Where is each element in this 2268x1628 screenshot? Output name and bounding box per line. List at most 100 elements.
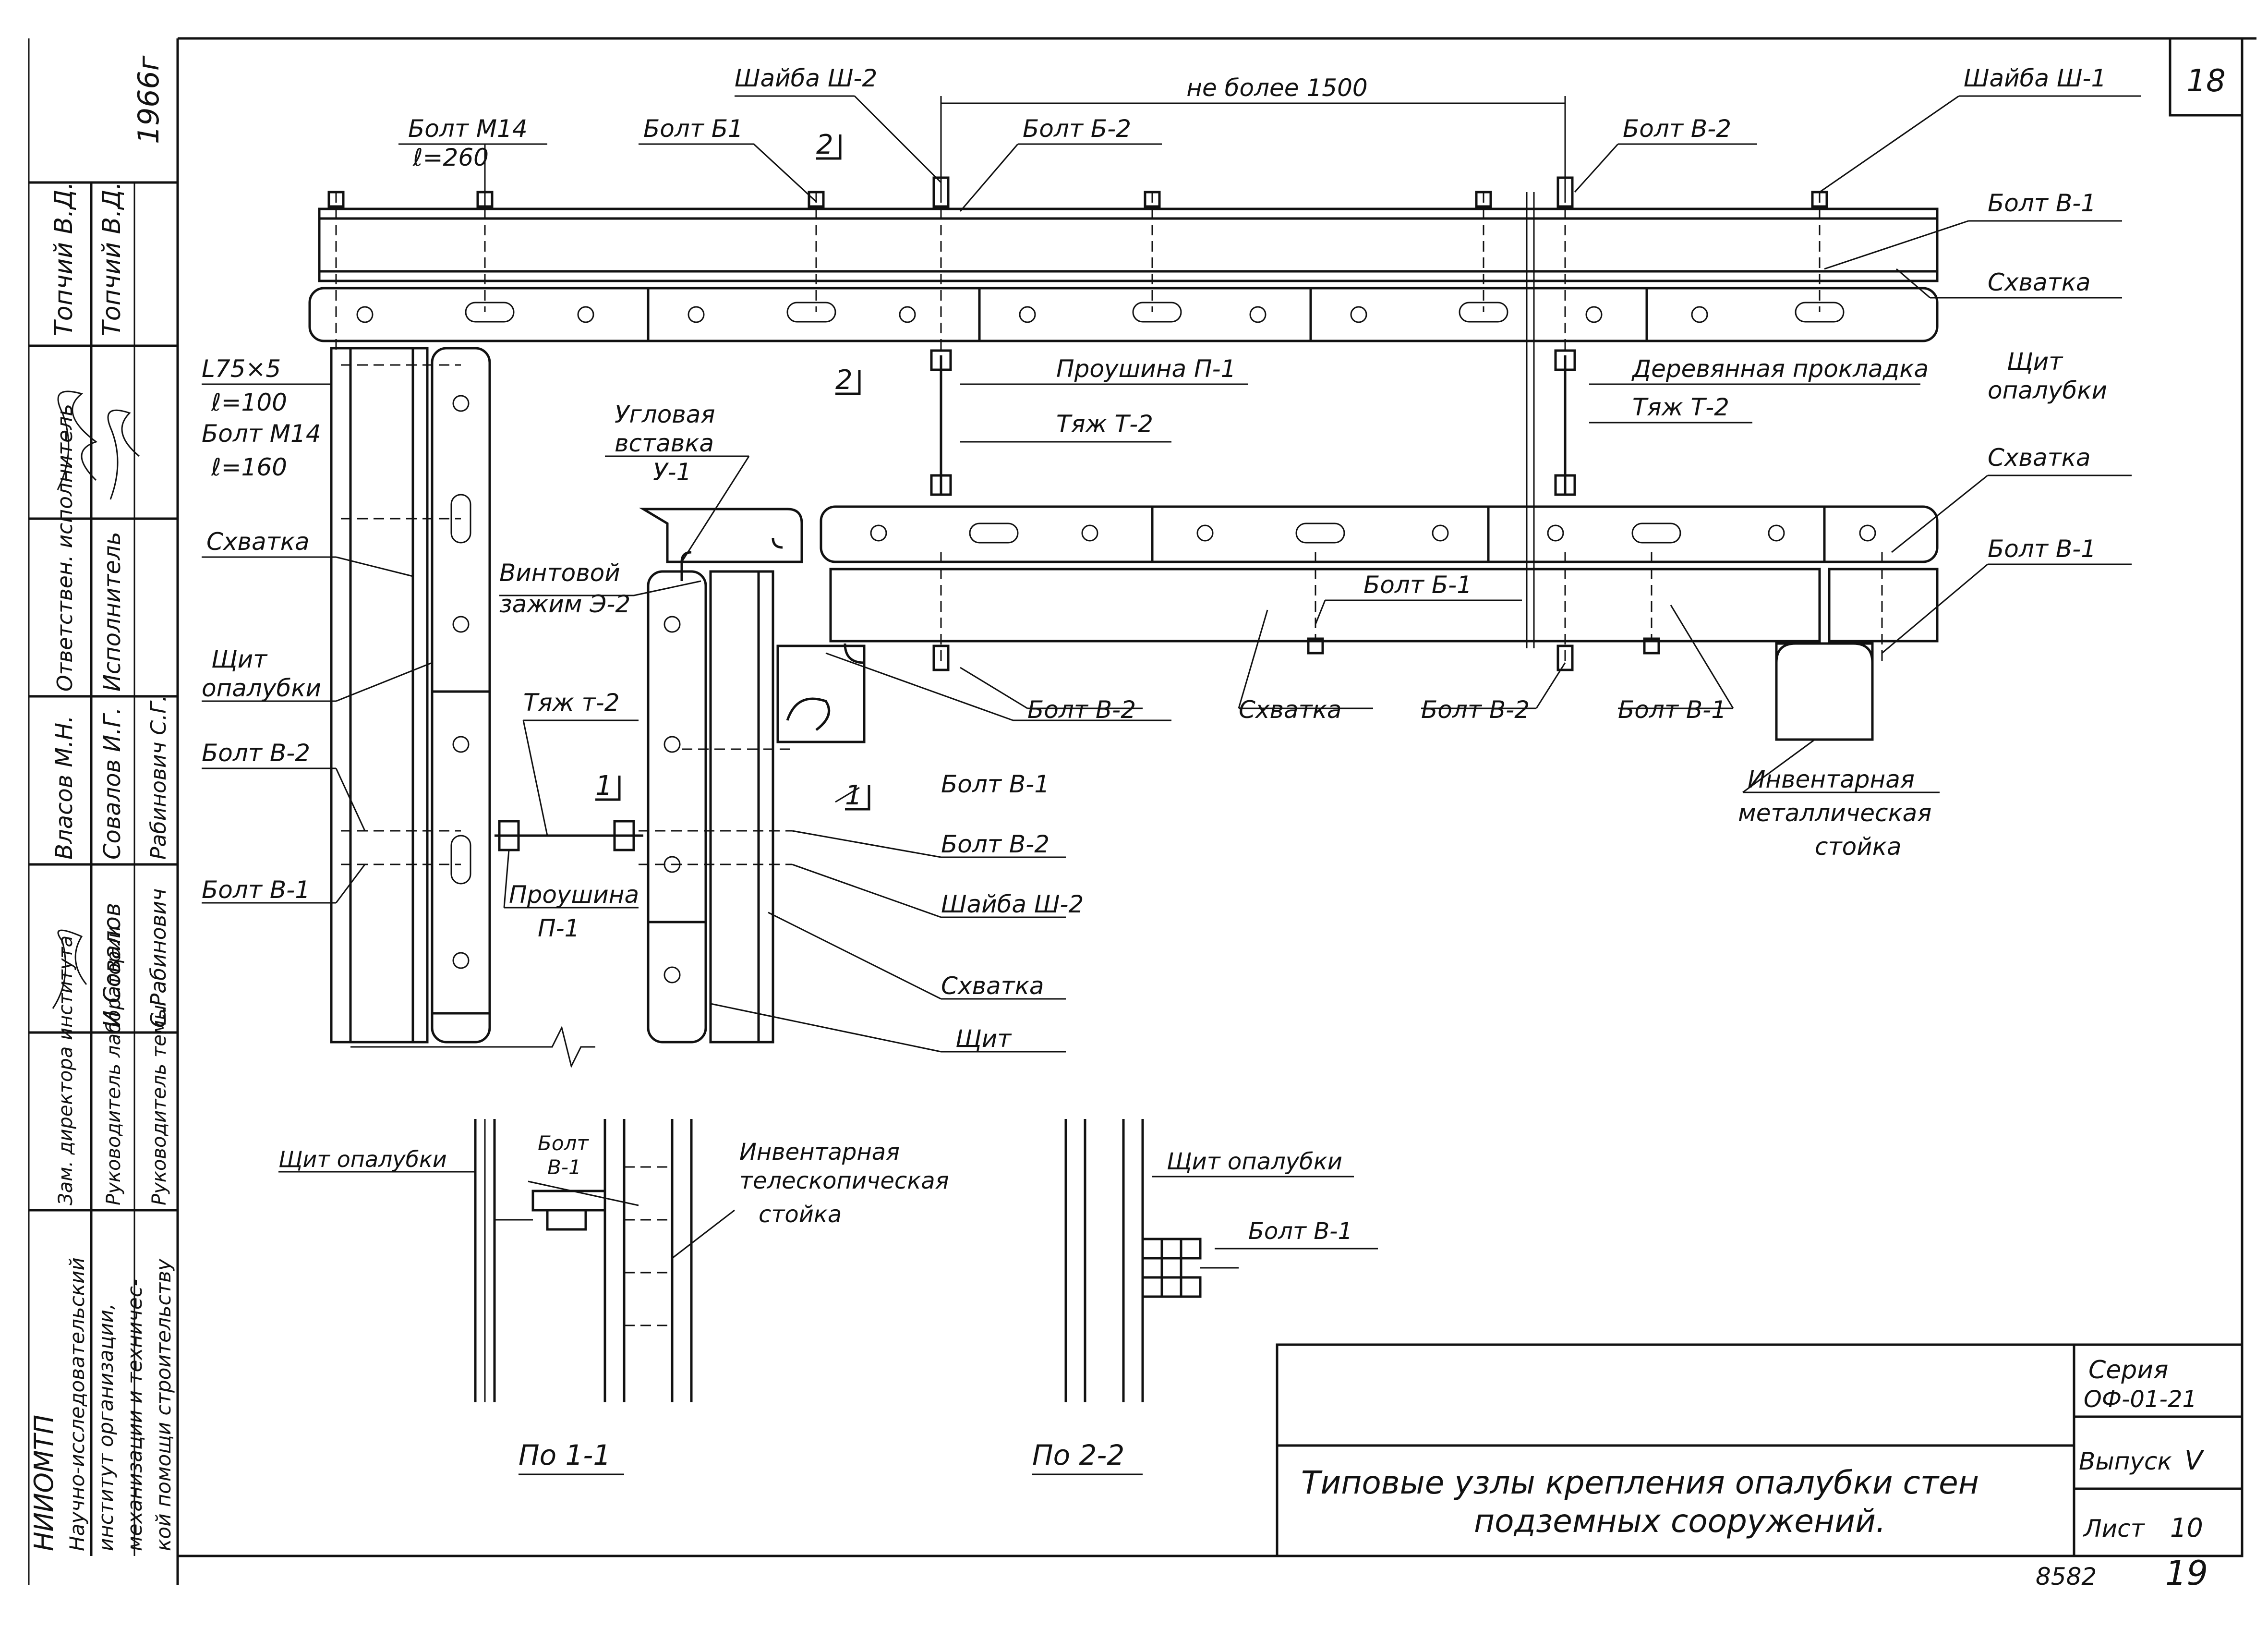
section-2-2: Щит опалубки Болт В-1 По 2-2	[1032, 1119, 1378, 1475]
label-bolt-v2-bottom2: Болт В-2	[1421, 696, 1530, 724]
label-bolt-v1-mid: Болт В-1	[941, 770, 1050, 798]
label-l75: L75×5	[202, 355, 281, 383]
labels: Шайба Ш-2 Шайба Ш-1 Болт М14 ℓ=260 Болт …	[202, 64, 2107, 1053]
label-proushina-p1: Проушина П-1	[1056, 355, 1236, 383]
sidebar-table: 1966г Топчий В.Д. Топчий В.Д. Ответствен…	[29, 55, 178, 1556]
inner-wall-holes	[664, 616, 681, 984]
sec11-bolt-label: Болт	[538, 1131, 589, 1155]
signature-scribble-3	[52, 929, 87, 1009]
label-shchit-left: Щит	[211, 645, 268, 673]
label-shayba-sh2-top: Шайба Ш-2	[735, 64, 877, 92]
role-ruk-temy: Руководитель темы	[148, 1005, 170, 1205]
label-uglovaya: Угловая	[615, 401, 715, 428]
sec11-v1-label: В-1	[547, 1155, 581, 1179]
label-bolt-v2-left: Болт В-2	[202, 739, 310, 767]
name-sovalov: Совалов И.Г.	[99, 707, 126, 860]
label-bolt-m14-160: Болт М14	[202, 420, 321, 448]
institute-line4: кой помощи строительству	[152, 1258, 175, 1551]
leaders	[202, 95, 2141, 1053]
label-skhvatka-r: Схватка	[941, 972, 1044, 1000]
lower-nuts	[932, 637, 1660, 671]
sec11-invent-label: Инвентарная	[739, 1139, 900, 1166]
label-skhvatka-bottom: Схватка	[1239, 696, 1342, 724]
lower-panel-holes	[870, 524, 1876, 542]
label-vstavka: вставка	[615, 429, 714, 457]
seria-label: Серия	[2088, 1356, 2168, 1385]
label-bolt-v1-bottom: Болт В-1	[1618, 696, 1726, 724]
label-zazhim: зажим Э-2	[499, 590, 630, 618]
institute-code: НИИОМТП	[29, 1415, 59, 1551]
top-panel-joints	[647, 288, 1648, 341]
plan-view	[308, 176, 1939, 1069]
label-bolt-v1-top: Болт В-1	[1988, 189, 2096, 217]
sheet-number-box: 18	[2169, 37, 2244, 117]
signature-scribble-2	[107, 409, 140, 500]
label-shchit-r: Щит	[955, 1025, 1012, 1053]
label-proushina-left: Проушина	[509, 881, 639, 909]
list-value: 10	[2170, 1513, 2203, 1543]
name-topchiy-2: Топчий В.Д.	[97, 182, 126, 336]
title-line-1: Типовые узлы крепления опалубки стен	[1301, 1464, 1979, 1501]
inner-bolts	[639, 748, 792, 865]
top-nuts	[327, 176, 1828, 208]
top-bolts	[335, 192, 1821, 375]
left-wall-bolts	[341, 364, 461, 865]
section-1-1: Щит опалубки Болт В-1 Инвентарная телеск…	[278, 1119, 949, 1475]
section-markers	[595, 134, 870, 811]
label-stoyka: стойка	[1815, 833, 1902, 861]
label-tyazh-t2-left: Тяж т-2	[523, 689, 620, 717]
name-rabinovich: Рабинович С.Г.	[146, 695, 171, 860]
label-skhvatka-right-top: Схватка	[1988, 268, 2091, 296]
label-bolt-b1-mid: Болт Б-1	[1363, 571, 1472, 599]
label-bolt-m14-260: Болт М14	[408, 115, 528, 143]
label-bolt-v1-left: Болт В-1	[202, 876, 310, 904]
label-bolt-b2-top: Болт Б-2	[1023, 115, 1131, 143]
sec22-caption: По 2-2	[1032, 1439, 1124, 1471]
signature-sovalov: И.Совалов	[99, 903, 126, 1028]
label-l100: ℓ=100	[211, 389, 287, 416]
left-wall-slots	[450, 494, 471, 885]
lower-panel-joints	[1151, 507, 1826, 562]
label-tyazh-t2-mid: Тяж Т-2	[1056, 410, 1153, 438]
signature-scribble-1	[57, 390, 98, 490]
name-topchiy-1: Топчий В.Д.	[49, 182, 78, 336]
role-ruk-lab: Руководитель лаборатории	[103, 926, 125, 1205]
label-vintovoy: Винтовой	[499, 559, 620, 587]
title-block: Типовые узлы крепления опалубки стен под…	[1276, 1343, 2244, 1557]
archive-number: 8582	[2036, 1563, 2097, 1591]
vypusk-value: V	[2184, 1445, 2205, 1476]
label-l260: ℓ=260	[412, 144, 489, 171]
sec11-stoyka-label: стойка	[759, 1201, 842, 1228]
sheet-number: 18	[2186, 63, 2225, 99]
corner-insert	[639, 508, 803, 563]
label-section-2-mid: 2	[835, 364, 853, 396]
label-bolt-b1: Болт Б1	[643, 115, 743, 143]
name-vlasov: Власов М.Н.	[51, 716, 78, 860]
label-shchit-right: Щит	[2007, 348, 2063, 376]
label-skhvatka-right-mid: Схватка	[1988, 444, 2091, 472]
sec11-caption: По 1-1	[519, 1439, 611, 1471]
label-opalubki-left: опалубки	[202, 674, 321, 702]
list-label: Лист	[2083, 1515, 2146, 1543]
page-number: 19	[2165, 1554, 2208, 1593]
sec22-bolt-label: Болт В-1	[1248, 1218, 1352, 1245]
label-inventarnaya: Инвентарная	[1748, 765, 1915, 793]
title-line-2: подземных сооружений.	[1474, 1503, 1886, 1540]
year: 1966г	[132, 55, 166, 144]
post-square-right	[1775, 642, 1874, 741]
label-bolt-v2-top: Болт В-2	[1623, 115, 1731, 143]
label-section-1-mid: 1	[845, 780, 862, 811]
label-skhvatka-left: Схватка	[206, 528, 310, 556]
top-panel-holes	[356, 306, 1708, 323]
label-opalubki-right: опалубки	[1988, 377, 2107, 404]
sec22-shchit-label: Щит опалубки	[1167, 1148, 1342, 1175]
sec11-shchit-label: Щит опалубки	[278, 1146, 447, 1172]
lower-bolts	[940, 552, 1883, 663]
vypusk-label: Выпуск	[2079, 1447, 2172, 1475]
sec11-teleskop-label: телескопическая	[739, 1167, 949, 1194]
left-wall-joints	[432, 690, 490, 1015]
label-section-1-left: 1	[595, 770, 613, 802]
label-l160: ℓ=160	[211, 453, 287, 481]
label-derevyannaya: Деревянная прокладка	[1631, 355, 1929, 383]
